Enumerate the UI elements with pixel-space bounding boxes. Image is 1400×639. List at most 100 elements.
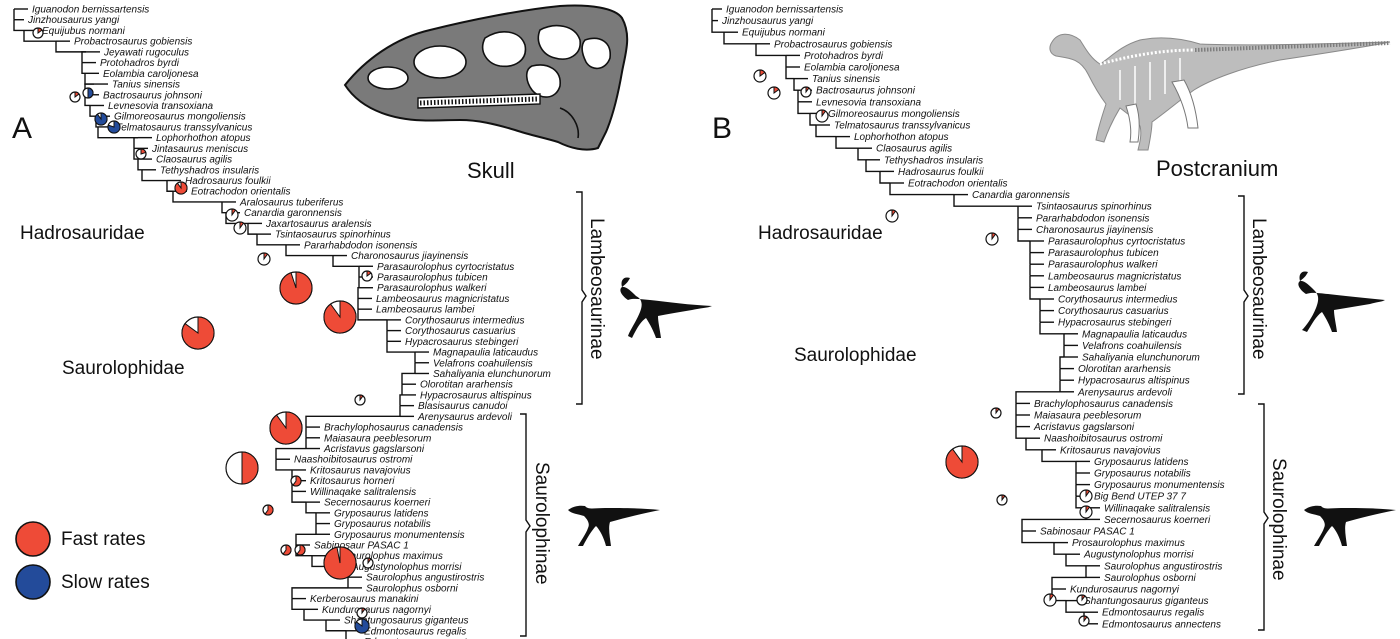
- internal-branch: [1017, 229, 1030, 242]
- taxon-label: Lophorhothon atopus: [156, 133, 251, 144]
- taxon-label: Bactrosaurus johnsoni: [816, 86, 916, 97]
- taxon-label: Kundurosaurus nagornyi: [1070, 585, 1180, 596]
- internal-branch: [809, 113, 816, 126]
- panel-a-saurolophinae-label: Saurolophinae: [531, 462, 552, 585]
- internal-branch: [785, 67, 794, 80]
- rate-pie-chart: [800, 86, 812, 98]
- taxon-label: Brachylophosaurus canadensis: [1034, 399, 1173, 410]
- rate-pie-chart: [1079, 489, 1093, 503]
- lambeosaurine-silhouette-a: [620, 277, 712, 338]
- internal-branch: [815, 125, 836, 138]
- taxon-label: Acristavus gagslarsoni: [323, 444, 425, 455]
- taxon-label: Aralosaurus tuberiferus: [239, 197, 343, 208]
- internal-branch: [305, 502, 316, 514]
- internal-branch: [275, 459, 292, 471]
- taxon-label: Arenysaurus ardevoli: [417, 412, 513, 423]
- internal-branch: [166, 180, 173, 192]
- internal-branch: [889, 183, 954, 196]
- internal-branch: [291, 491, 306, 503]
- internal-branch: [793, 78, 798, 91]
- taxon-label: Big Bend UTEP 37 7: [1094, 492, 1186, 503]
- taxon-label: Lambeosaurus lambei: [376, 305, 475, 316]
- internal-branch: [1029, 287, 1040, 300]
- taxon-label: Probactrosaurus gobiensis: [774, 39, 892, 50]
- rate-pie-chart: [107, 120, 121, 134]
- legend-fast-label: Fast rates: [61, 529, 145, 550]
- internal-branch: [275, 447, 306, 460]
- internal-branch: [1059, 356, 1064, 369]
- taxon-label: Parasaurolophus tubicen: [377, 273, 488, 284]
- panel-b-label: B: [712, 112, 732, 145]
- taxon-label: Hypacrosaurus altispinus: [1078, 376, 1190, 387]
- panel-a-saurolophidae-label: Saurolophidae: [62, 358, 185, 379]
- internal-branch: [401, 372, 415, 385]
- taxon-label: Kundurosaurus nagornyi: [322, 605, 432, 616]
- taxon-label: Jaxartosaurus aralensis: [265, 219, 372, 230]
- taxon-label: Edmontosaurus annectens: [1102, 619, 1221, 630]
- taxon-label: Gryposaurus notabilis: [1094, 469, 1191, 480]
- fast-rate-swatch: [15, 521, 51, 557]
- rate-pie-chart: [135, 148, 147, 160]
- taxon-label: Magnapaulia laticaudus: [433, 348, 538, 359]
- taxon-label: Levnesovia transoxiana: [816, 97, 922, 108]
- taxon-label: Saurolophus angustirostris: [366, 573, 484, 584]
- taxon-label: Canardia garonnensis: [244, 208, 342, 219]
- taxon-label: Brachylophosaurus canadensis: [324, 423, 463, 434]
- rate-pie-chart: [69, 91, 81, 103]
- internal-branch: [285, 244, 333, 257]
- taxon-label: Iguanodon bernissartensis: [726, 5, 843, 16]
- taxon-label: Naashoibitosaurus ostromi: [1044, 434, 1163, 445]
- panel-a-lambeosaurinae-label: Lambeosaurinae: [586, 218, 607, 360]
- saurolophine-silhouette-b: [1304, 505, 1396, 546]
- rate-pie-chart: [1076, 594, 1088, 606]
- internal-branch: [1021, 531, 1054, 544]
- internal-branch: [835, 136, 858, 149]
- taxon-label: Corythosaurus casuarius: [1058, 306, 1169, 317]
- rate-pie-chart: [269, 411, 303, 445]
- taxon-label: Hypacrosaurus stebingeri: [1058, 318, 1172, 329]
- taxon-label: Probactrosaurus gobiensis: [74, 37, 192, 48]
- internal-branch: [332, 255, 359, 267]
- taxon-label: Charonosaurus jiayinensis: [1036, 225, 1153, 236]
- taxon-label: Lambeosaurus magnicristatus: [376, 294, 509, 305]
- rate-pie-chart: [94, 112, 108, 126]
- taxon-label: Sabinosaur PASAC 1: [314, 541, 409, 552]
- taxon-label: Maiasaura peeblesorum: [324, 433, 431, 444]
- internal-branch: [1039, 322, 1064, 335]
- taxon-label: Pararhabdodon isonensis: [1036, 213, 1149, 224]
- rate-pie-chart: [290, 475, 302, 487]
- taxon-label: Iguanodon bernissartensis: [32, 5, 149, 16]
- internal-branch: [755, 43, 786, 57]
- rate-pie-chart: [280, 544, 292, 556]
- taxon-label: Naashoibitosaurus ostromi: [294, 455, 413, 466]
- taxon-label: Telmatosaurus transsylvanicus: [834, 121, 970, 132]
- internal-branch: [1025, 438, 1042, 451]
- rate-pie-chart: [354, 618, 370, 634]
- internal-branch: [291, 587, 348, 599]
- rate-pie-chart: [257, 252, 271, 266]
- taxon-label: Hadrosaurus foulkii: [185, 176, 271, 187]
- taxon-label: Eolambia caroljonesa: [103, 69, 199, 80]
- internal-branch: [357, 309, 387, 321]
- taxon-label: Augustynolophus morrisi: [1083, 550, 1194, 561]
- rate-pie-chart: [225, 451, 259, 485]
- taxon-label: Jeyawati rugoculus: [103, 47, 189, 58]
- rate-pie-chart: [233, 221, 247, 235]
- internal-branch: [247, 223, 257, 235]
- taxon-label: Arenysaurus ardevoli: [1077, 387, 1173, 398]
- taxon-label: Jinzhousaurus yangi: [27, 15, 120, 26]
- rate-pie-chart: [362, 557, 374, 569]
- taxon-label: Velafrons coahuilensis: [1082, 341, 1182, 352]
- taxon-label: Eotrachodon orientalis: [908, 179, 1008, 190]
- taxon-label: Tethyshadros insularis: [160, 165, 259, 176]
- taxon-label: Corythosaurus intermedius: [405, 315, 525, 326]
- taxon-label: Jintasaurus meniscus: [151, 144, 248, 155]
- rate-pie-chart: [990, 407, 1002, 419]
- taxon-label: Levnesovia transoxiana: [108, 101, 214, 112]
- taxon-label: Shantungosaurus giganteus: [1084, 596, 1209, 607]
- rate-pie-chart: [815, 109, 829, 123]
- skull-illustration: [343, 4, 629, 151]
- rate-pie-chart: [945, 445, 979, 479]
